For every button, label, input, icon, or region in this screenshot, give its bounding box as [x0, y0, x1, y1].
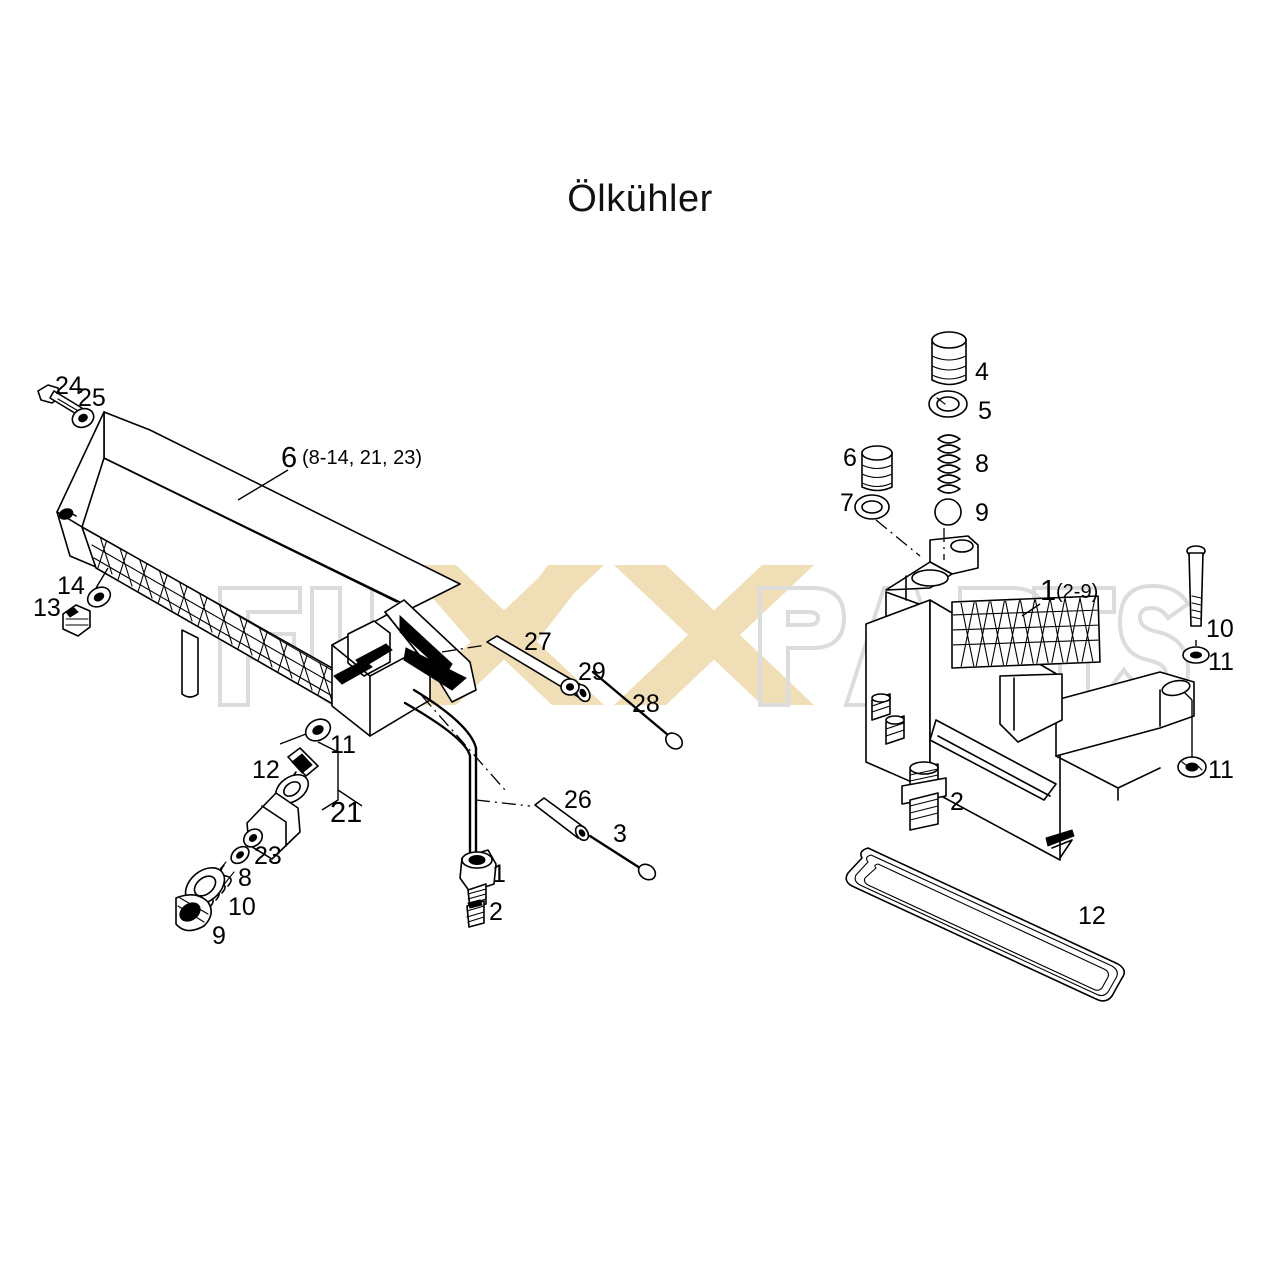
- housing-side-fittings: [871, 693, 905, 745]
- callout-3: 3: [613, 820, 627, 848]
- page-title: Ölkühler: [567, 178, 713, 220]
- cooler-element-1-right: [951, 595, 1101, 743]
- leader-lines-left: [95, 469, 307, 745]
- callout-8-right: 8: [975, 450, 989, 478]
- cooler-stub-pipe: [181, 629, 199, 698]
- bolt-24: [37, 384, 83, 416]
- spacer-sleeve-26: [534, 797, 590, 842]
- cooler-manifold-block: [331, 599, 477, 737]
- alignment-lines-left: [421, 644, 531, 807]
- callout-9-right: 9: [975, 499, 989, 527]
- screw-plug-6: [861, 445, 893, 492]
- callout-26: 26: [564, 786, 592, 814]
- leader-1-right: [1021, 603, 1041, 617]
- callout-8-left: 8: [238, 864, 252, 892]
- seal-ring-7: [854, 494, 890, 520]
- right-oil-cooler-assembly: [845, 331, 1210, 1002]
- plug-13: [62, 604, 91, 637]
- callout-1-left: 1: [492, 860, 506, 888]
- ball-9: [934, 498, 962, 526]
- plug-2-left: [466, 899, 485, 928]
- washer-11-upper-right: [1182, 646, 1210, 664]
- seal-ring-14: [86, 586, 112, 608]
- nut-11-left: [304, 718, 332, 742]
- seal-ring-5: [928, 390, 968, 418]
- callout-23: 23: [254, 842, 282, 870]
- callout-2-right: 2: [950, 788, 964, 816]
- screw-3: [588, 834, 657, 881]
- screw-plug-4: [931, 331, 967, 386]
- callout-25: 25: [78, 384, 106, 412]
- callout-7: 7: [840, 489, 854, 517]
- callout-5: 5: [978, 397, 992, 425]
- callout-29: 29: [578, 658, 606, 686]
- callout-14: 14: [57, 572, 85, 600]
- callout-4: 4: [975, 358, 989, 386]
- callout-11-lower-right: 11: [1208, 756, 1234, 784]
- cooler-top-stud: [58, 508, 77, 520]
- callout-1-right: 1: [1040, 575, 1056, 607]
- callout-10-left: 10: [228, 893, 256, 921]
- spring-8-right: [937, 434, 961, 494]
- washer-11-lower-right: [1177, 756, 1207, 778]
- callout-11-left: 11: [330, 731, 356, 759]
- callout-6-subparts: (8-14, 21, 23): [302, 447, 422, 469]
- callout-1-right-subparts: (2-9): [1056, 581, 1098, 603]
- callout-12-right: 12: [1078, 902, 1106, 930]
- washer-29: [560, 678, 580, 696]
- callout-12-left: 12: [252, 756, 280, 784]
- cooler-housing-right: [865, 535, 1195, 861]
- thermostat-valve-21: [175, 747, 319, 932]
- long-bolt-10: [1186, 545, 1206, 627]
- callout-24: 24: [55, 372, 83, 400]
- callout-6: 6: [281, 442, 297, 474]
- bracket-21: [317, 741, 339, 811]
- callout-9-left: 9: [212, 922, 226, 950]
- callout-numbers: 24 25 6 (8-14, 21, 23) 14 13 27 29 28 11…: [33, 358, 1234, 950]
- washer-25: [71, 407, 95, 429]
- callout-28: 28: [632, 690, 660, 718]
- bent-oil-pipe: [403, 688, 478, 854]
- bracket-10-11: [1183, 640, 1197, 758]
- gasket-12: [845, 847, 1126, 1002]
- callout-10-right: 10: [1206, 615, 1234, 643]
- callout-6-right: 6: [843, 444, 857, 472]
- plug-fitting-2-right: [901, 761, 947, 831]
- callout-11-upper-right: 11: [1208, 648, 1234, 676]
- callout-2-left: 2: [489, 898, 503, 926]
- long-screw-28: [591, 670, 684, 750]
- callout-13: 13: [33, 594, 61, 622]
- callout-27: 27: [524, 628, 552, 656]
- callout-21: 21: [330, 797, 362, 829]
- left-oil-cooler-assembly: [37, 384, 684, 932]
- alignment-lines-right: [875, 519, 945, 560]
